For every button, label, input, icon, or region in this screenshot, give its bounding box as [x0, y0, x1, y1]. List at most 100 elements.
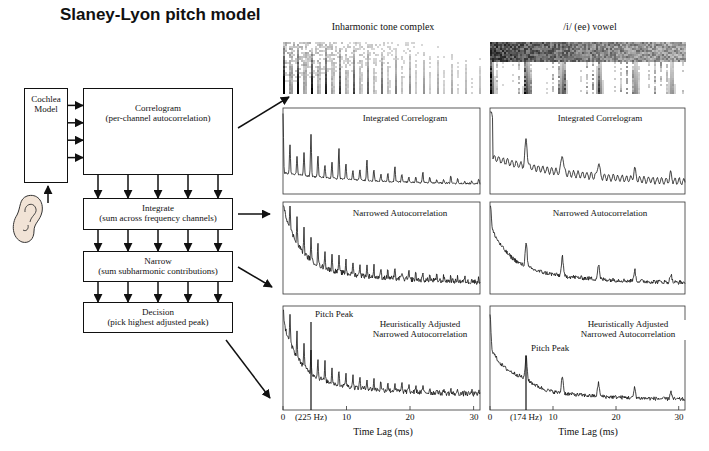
correlogram-dot	[297, 60, 299, 62]
correlogram-dot	[630, 50, 632, 52]
correlogram-dot	[622, 54, 624, 56]
correlogram-dot	[570, 58, 572, 60]
correlogram-dot	[490, 42, 492, 44]
correlogram-dot	[508, 50, 510, 52]
correlogram-dot	[536, 42, 538, 44]
correlogram-dot	[500, 44, 502, 46]
correlogram-dot	[512, 46, 514, 48]
correlogram-dot	[500, 48, 502, 50]
correlogram-dot	[622, 56, 624, 58]
correlogram-dot	[616, 46, 618, 48]
correlogram-dot	[389, 80, 391, 82]
correlogram-dot	[636, 44, 638, 46]
correlogram-dot	[564, 90, 566, 92]
correlogram-dot	[335, 50, 337, 52]
correlogram-dot	[632, 58, 634, 60]
correlogram-dot	[479, 70, 481, 72]
correlogram-dot	[562, 70, 564, 72]
correlogram-dot	[361, 46, 363, 48]
correlogram-dot	[538, 46, 540, 48]
correlogram-dot	[401, 88, 403, 90]
correlogram-dot	[297, 62, 299, 64]
correlogram-dot	[520, 44, 522, 46]
correlogram-dot	[311, 74, 313, 76]
correlogram-dot	[596, 72, 598, 74]
correlogram-dot	[490, 86, 492, 88]
correlogram-dot	[590, 46, 592, 48]
correlogram-dot	[570, 42, 572, 44]
correlogram-dot	[457, 92, 459, 94]
correlogram-dot	[600, 48, 602, 50]
correlogram-dot	[317, 84, 319, 86]
correlogram-dot	[373, 48, 375, 50]
correlogram-dot	[514, 54, 516, 56]
correlogram-dot	[317, 88, 319, 90]
correlogram-dot	[526, 64, 528, 66]
correlogram-dot	[610, 60, 612, 62]
correlogram-dot	[600, 46, 602, 48]
correlogram-dot	[636, 58, 638, 60]
correlogram-dot	[347, 92, 349, 94]
correlogram-dot	[582, 56, 584, 58]
correlogram-dot	[423, 74, 425, 76]
correlogram-dot	[550, 54, 552, 56]
correlogram-dot	[598, 48, 600, 50]
correlogram-dot	[626, 56, 628, 58]
correlogram-dot	[580, 58, 582, 60]
correlogram-dot	[283, 76, 285, 78]
correlogram-dot	[520, 60, 522, 62]
correlogram-dot	[423, 78, 425, 80]
correlogram-dot	[283, 62, 285, 64]
correlogram-dot	[506, 58, 508, 60]
correlogram-dot	[534, 46, 536, 48]
correlogram-dot	[375, 80, 377, 82]
correlogram-dot	[341, 66, 343, 68]
correlogram-dot	[315, 42, 317, 44]
correlogram-dot	[626, 88, 628, 90]
correlogram-dot	[524, 60, 526, 62]
correlogram-dot	[546, 60, 548, 62]
correlogram-dot	[570, 46, 572, 48]
correlogram-dot	[283, 42, 285, 44]
correlogram-dot	[492, 42, 494, 44]
correlogram-dot	[490, 90, 492, 92]
correlogram-dot	[524, 92, 526, 94]
correlogram-dot	[297, 80, 299, 82]
correlogram-dot	[333, 66, 335, 68]
correlogram-dot	[616, 42, 618, 44]
correlogram-dot	[285, 42, 287, 44]
correlogram-dot	[516, 42, 518, 44]
correlogram-dot	[626, 70, 628, 72]
correlogram-dot	[546, 58, 548, 60]
correlogram-dot	[423, 86, 425, 88]
correlogram-dot	[319, 68, 321, 70]
correlogram-dot	[319, 42, 321, 44]
correlogram-dot	[544, 56, 546, 58]
correlogram-dot	[409, 86, 411, 88]
correlogram-dot	[552, 56, 554, 58]
correlogram-dot	[401, 56, 403, 58]
correlogram-dot	[526, 80, 528, 82]
correlogram-dot	[592, 52, 594, 54]
correlogram-dot	[604, 56, 606, 58]
correlogram-dot	[628, 46, 630, 48]
correlogram-dot	[325, 48, 327, 50]
correlogram-dot	[520, 58, 522, 60]
correlogram-dot	[347, 78, 349, 80]
correlogram-dot	[632, 74, 634, 76]
correlogram-dot	[321, 50, 323, 52]
correlogram-dot	[285, 74, 287, 76]
correlogram-dot	[289, 42, 291, 44]
correlogram-dot	[620, 52, 622, 54]
correlogram-dot	[552, 52, 554, 54]
correlogram-dot	[512, 64, 514, 66]
correlogram-dot	[632, 68, 634, 70]
correlogram-dot	[592, 46, 594, 48]
correlogram-dot	[612, 42, 614, 44]
correlogram-dot	[321, 72, 323, 74]
correlogram-dot	[512, 44, 514, 46]
correlogram-dot	[598, 76, 600, 78]
correlogram-dot	[361, 78, 363, 80]
correlogram-dot	[451, 80, 453, 82]
correlogram-dot	[518, 42, 520, 44]
